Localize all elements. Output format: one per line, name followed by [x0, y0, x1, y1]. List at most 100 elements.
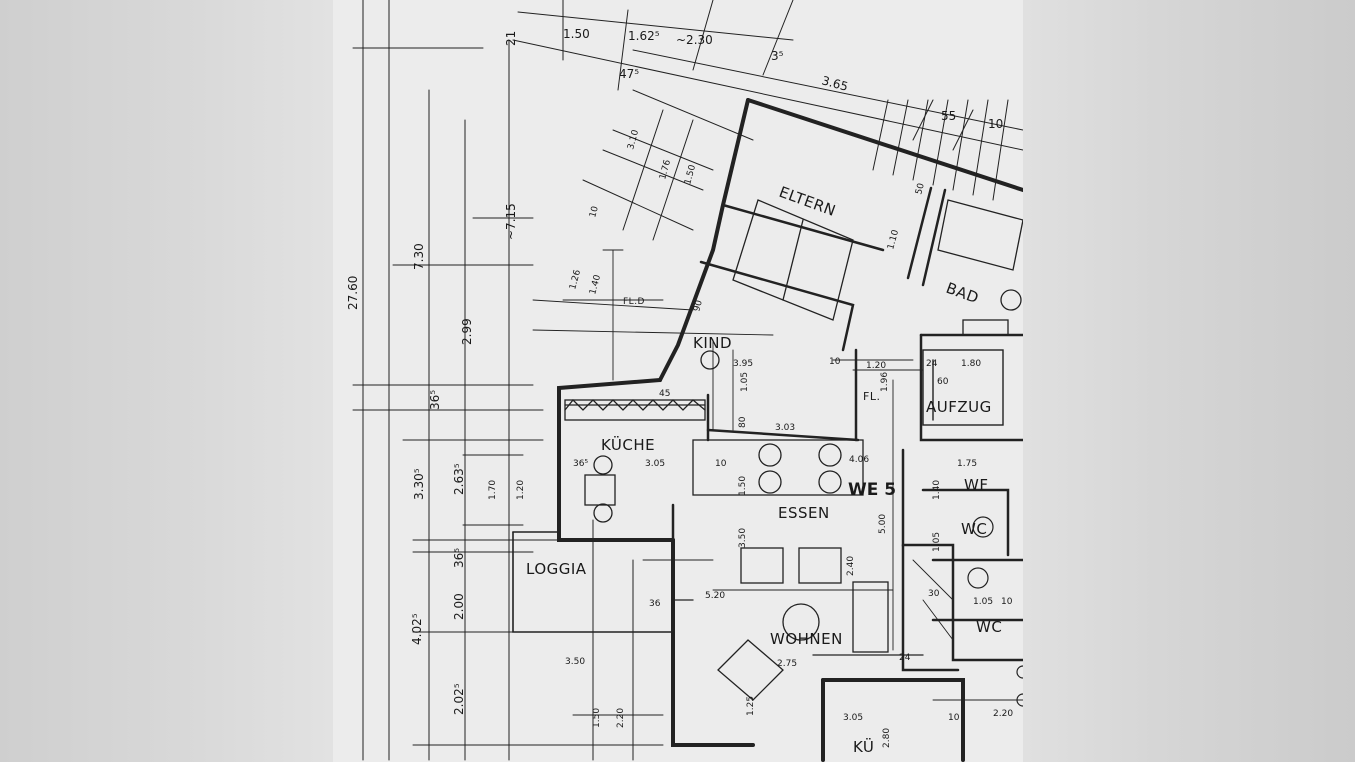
dim-3-05-b: 3.05	[843, 713, 863, 723]
dim-1-05-c: 1.05	[973, 597, 993, 607]
dim-left-2-00: 2.00	[452, 593, 466, 620]
dim-left-7-30: 7.30	[412, 243, 426, 270]
dim-10: 10	[588, 205, 601, 219]
dim-1-20: 1.20	[866, 361, 886, 371]
room-label-flur: FL.D	[623, 297, 645, 307]
room-label-wf: WF	[964, 476, 988, 494]
dim-top-10: 10	[988, 117, 1003, 131]
dim-left-1-70: 1.70	[488, 480, 498, 500]
dim-24-b: 24	[899, 653, 911, 663]
room-label-bad: BAD	[944, 279, 982, 307]
kitchen-counter	[564, 399, 706, 506]
bathroom-fixtures	[937, 199, 1023, 336]
room-label-kind: KIND	[693, 334, 732, 352]
dim-3-10: 3.10	[626, 129, 641, 151]
dim-10-c: 10	[715, 459, 727, 469]
dim-2-20-b: 2.20	[993, 709, 1013, 719]
dim-10-b: 10	[829, 357, 841, 367]
dim-50: 50	[914, 182, 927, 196]
room-label-loggia: LOGGIA	[526, 560, 587, 578]
dim-1-40-b: 1.40	[932, 480, 942, 500]
room-label-wohnen: WOHNEN	[770, 630, 843, 648]
room-label-eltern: ELTERN	[777, 183, 839, 220]
dim-36: 36	[649, 599, 661, 609]
dim-5-20: 5.20	[705, 591, 725, 601]
dim-top-315: 3⁵	[771, 49, 784, 63]
bed-outline	[732, 199, 854, 321]
dim-left-3-305: 3.30⁵	[412, 468, 426, 500]
room-label-kueche: KÜCHE	[601, 435, 655, 454]
dim-top-55: 55	[941, 109, 956, 123]
dim-top-1-625: 1.62⁵	[628, 29, 660, 43]
dim-80: 80	[738, 416, 748, 428]
living-furniture	[672, 547, 924, 701]
left-dimension-chain	[352, 0, 664, 761]
dim-1-05: 1.05	[740, 372, 750, 392]
floor-plan-drawing: ELTERN BAD KIND AUFZUG KÜCHE ESSEN WF WC…	[346, 0, 1023, 762]
exterior-walls	[557, 98, 1023, 762]
room-label-kue: KÜ	[853, 737, 874, 756]
dim-1-40: 1.40	[588, 274, 603, 296]
dim-left-1-20: 1.20	[516, 480, 526, 500]
dim-1-50-c: 1.50	[738, 476, 748, 496]
dim-3-03: 3.03	[775, 423, 795, 433]
top-dimension-lines	[512, 0, 1023, 241]
dim-left-4-025: 4.02⁵	[410, 613, 424, 645]
room-label-flur-2: FL.	[863, 390, 880, 403]
dim-left-36-5-b: 36⁵	[452, 548, 466, 568]
dim-90: 90	[692, 299, 705, 313]
room-label-wc: WC	[961, 520, 987, 538]
elevator-shaft	[922, 349, 1004, 426]
dim-1-26: 1.26	[568, 269, 583, 291]
dim-top-475: 47⁵	[619, 67, 639, 81]
room-label-essen: ESSEN	[778, 504, 830, 522]
interior-walls	[671, 186, 1023, 672]
dim-24: 24	[926, 359, 938, 369]
dim-10-e: 10	[1001, 597, 1013, 607]
dim-1-10: 1.10	[886, 229, 901, 251]
dim-3-95: 3.95	[733, 359, 753, 369]
dim-60: 60	[937, 377, 949, 387]
dim-1-25: 1.25	[746, 696, 756, 716]
dim-1-80: 1.80	[961, 359, 981, 369]
dim-top-3-65: 3.65	[820, 73, 849, 93]
dim-top-1-50: 1.50	[563, 27, 590, 41]
blurred-left-margin	[0, 0, 333, 762]
dim-3-50-b: 3.50	[565, 657, 585, 667]
dim-1-50: 1.50	[683, 164, 698, 186]
dim-4-06: 4.06	[849, 455, 869, 465]
floor-plan-sheet: ELTERN BAD KIND AUFZUG KÜCHE ESSEN WF WC…	[333, 0, 1023, 762]
dim-top-2-30: ~2.30	[676, 33, 713, 47]
dim-1-96: 1.96	[880, 372, 890, 392]
dim-1-75: 1.75	[957, 459, 977, 469]
dim-2-40: 2.40	[846, 556, 856, 576]
loggia-outline	[512, 531, 674, 633]
dim-45: 45	[659, 389, 670, 399]
dim-36-5: 36⁵	[573, 459, 588, 469]
dim-10-d: 10	[948, 713, 960, 723]
blurred-right-margin	[1023, 0, 1355, 762]
dim-1-05-b: 1.05	[932, 532, 942, 552]
room-label-wc-2: WC	[976, 618, 1002, 636]
dim-left-1-50: 1.50	[592, 708, 602, 728]
dim-5-00: 5.00	[878, 514, 888, 534]
wc-fixtures	[967, 516, 1023, 707]
hatched-stair	[872, 99, 1009, 201]
dim-left-2-99: 2.99	[460, 318, 474, 345]
dim-3-50: 3.50	[738, 528, 748, 548]
dim-left-2-025: 2.02⁵	[452, 683, 466, 715]
dim-top-21: 21	[504, 31, 518, 46]
unit-label: WE 5	[848, 480, 896, 500]
dim-3-05: 3.05	[645, 459, 665, 469]
dim-left-2-20: 2.20	[616, 708, 626, 728]
misc-construction-lines	[532, 249, 1023, 701]
dim-30: 30	[928, 589, 940, 599]
dim-2-75: 2.75	[777, 659, 797, 669]
dim-left-2-635: 2.63⁵	[452, 463, 466, 495]
dim-2-80: 2.80	[882, 728, 892, 748]
dim-left-36-5: 36⁵	[428, 390, 442, 410]
room-label-aufzug: AUFZUG	[926, 398, 992, 416]
dining-set	[593, 350, 864, 523]
dim-left-27-60: 27.60	[346, 276, 360, 310]
